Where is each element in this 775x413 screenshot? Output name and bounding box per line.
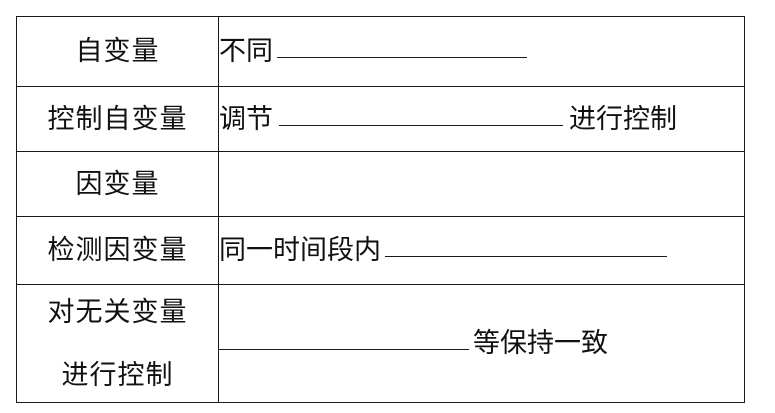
row-label-text: 因变量 [75, 168, 160, 200]
value-suffix: 进行控制 [569, 103, 677, 135]
row-label: 控制自变量 [16, 86, 219, 152]
row-label: 自变量 [16, 16, 219, 87]
row-label: 检测因变量 [16, 216, 219, 285]
row-label-line1: 对无关变量 [47, 296, 188, 328]
value-text: 不同 [219, 36, 273, 67]
row-label: 对无关变量 进行控制 [16, 284, 219, 403]
variable-table-sheet: 自变量 不同 控制自变量 调节进行控制 因变量 检测因变量 [16, 16, 745, 403]
value-prefix: 同一时间段内 [219, 235, 381, 266]
fill-in-blank[interactable] [279, 124, 563, 126]
table-row-control-independent-variable: 控制自变量 调节 进行控制 [16, 86, 745, 152]
row-label-text: 自变量 [75, 36, 160, 67]
row-label-text: 检测因变量 [47, 235, 188, 266]
row-value: 同一时间段内 [218, 216, 745, 285]
table-row-detect-dependent-variable: 检测因变量 同一时间段内 [16, 216, 745, 285]
fill-in-blank[interactable] [385, 255, 667, 257]
row-value-empty [218, 151, 745, 217]
value-prefix: 调节 [219, 103, 273, 135]
row-label-text: 控制自变量 [47, 103, 188, 135]
fill-in-blank[interactable] [277, 56, 527, 58]
row-value: 不同 [218, 16, 745, 87]
value-suffix: 等保持一致 [473, 328, 608, 359]
row-label: 因变量 [16, 151, 219, 217]
table-row-independent-variable: 自变量 不同 [16, 16, 745, 87]
row-label-line2: 进行控制 [61, 359, 174, 391]
table-row-control-irrelevant-variables: 对无关变量 进行控制 等保持一致 [16, 284, 745, 403]
row-value: 等保持一致 [218, 284, 745, 403]
table-row-dependent-variable: 因变量 [16, 151, 745, 217]
variable-table: 自变量 不同 控制自变量 调节进行控制 因变量 检测因变量 [16, 16, 745, 403]
row-value: 调节 进行控制 [218, 86, 745, 152]
fill-in-blank[interactable] [219, 348, 469, 350]
